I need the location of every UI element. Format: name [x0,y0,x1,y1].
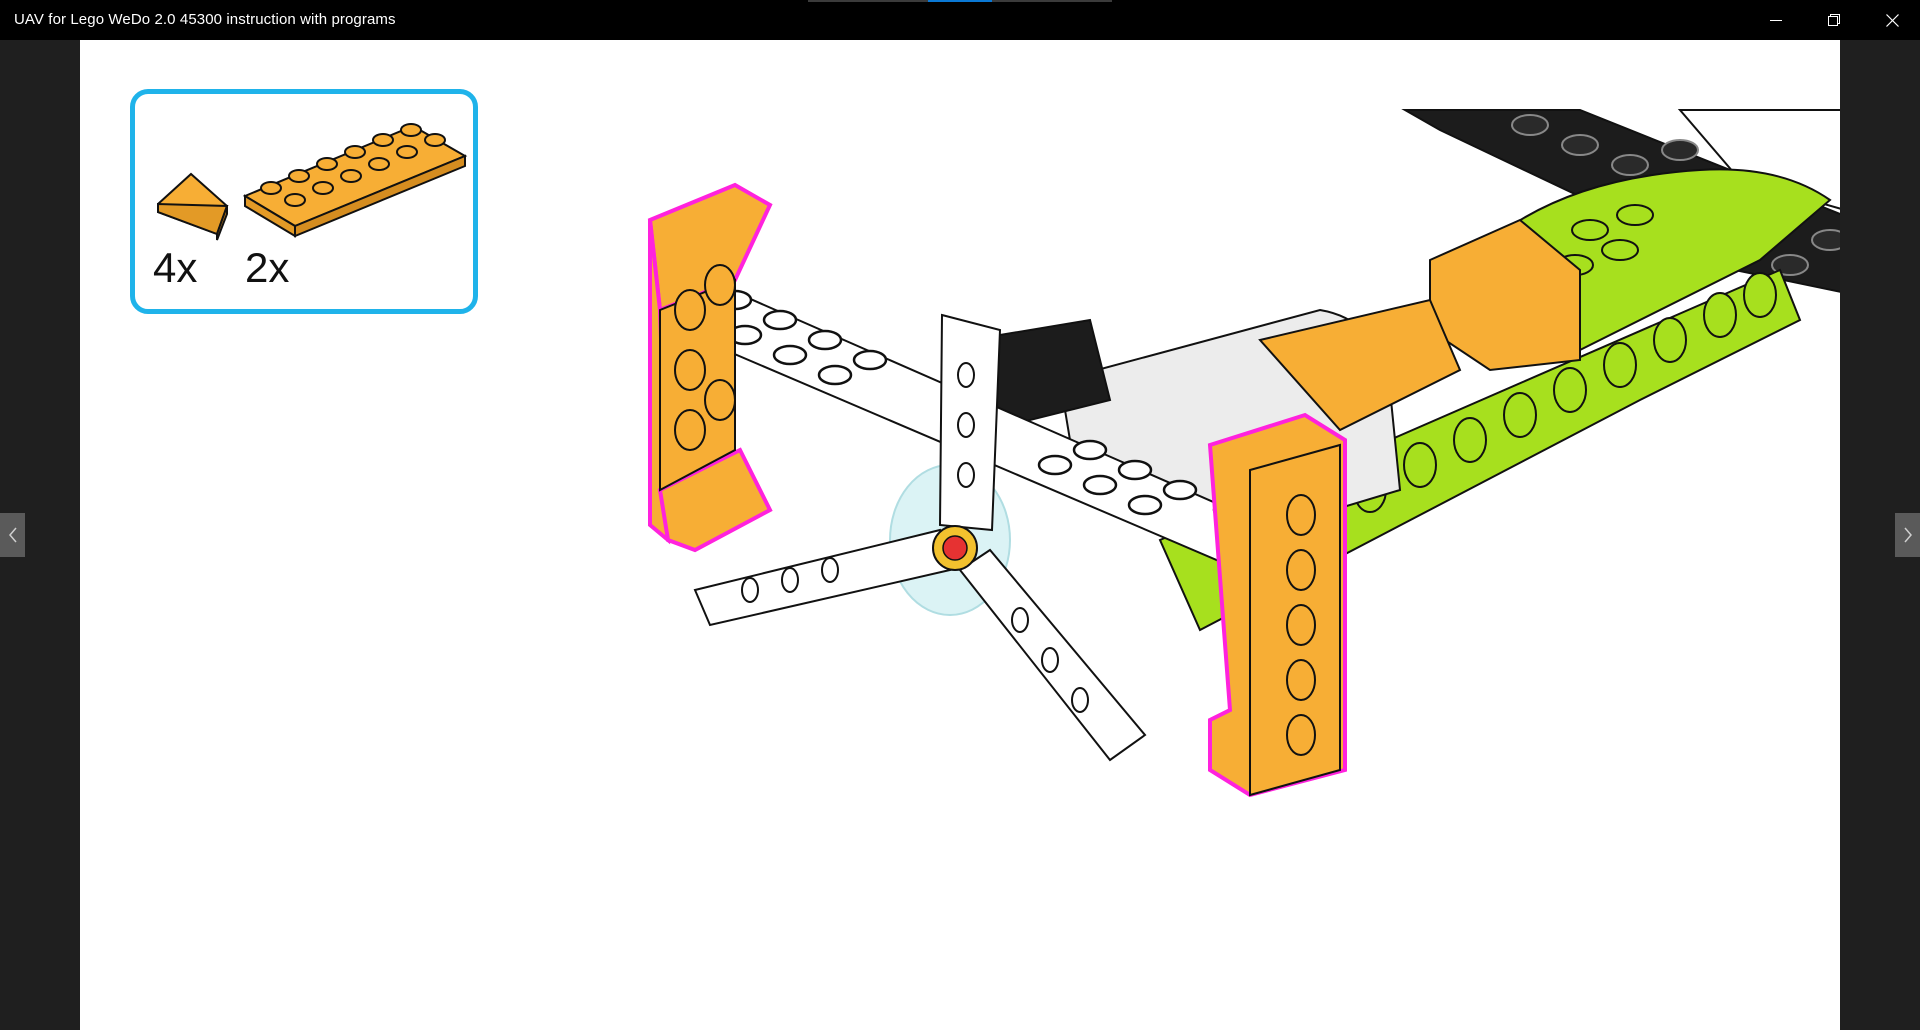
slope-brick-icon [153,172,233,242]
minimize-button[interactable] [1748,0,1804,40]
minimize-icon [1770,14,1782,26]
chevron-left-icon [8,527,18,543]
restore-icon [1828,14,1840,26]
plate-icon [243,116,468,241]
previous-page-button[interactable] [0,513,25,557]
restore-button[interactable] [1806,0,1862,40]
parts-list-box: 4x 2x [130,89,478,314]
title-bar: UAV for Lego WeDo 2.0 45300 instruction … [0,0,1920,40]
model-illustration [640,70,1840,810]
part-quantity: 4x [153,244,197,292]
instruction-page: 4x 2x [80,40,1840,1030]
next-page-button[interactable] [1895,513,1920,557]
window-title: UAV for Lego WeDo 2.0 45300 instruction … [14,11,396,28]
close-button[interactable] [1864,0,1920,40]
chevron-right-icon [1903,527,1913,543]
part-quantity: 2x [245,244,289,292]
close-icon [1886,14,1899,27]
loading-indicator [808,0,1112,2]
